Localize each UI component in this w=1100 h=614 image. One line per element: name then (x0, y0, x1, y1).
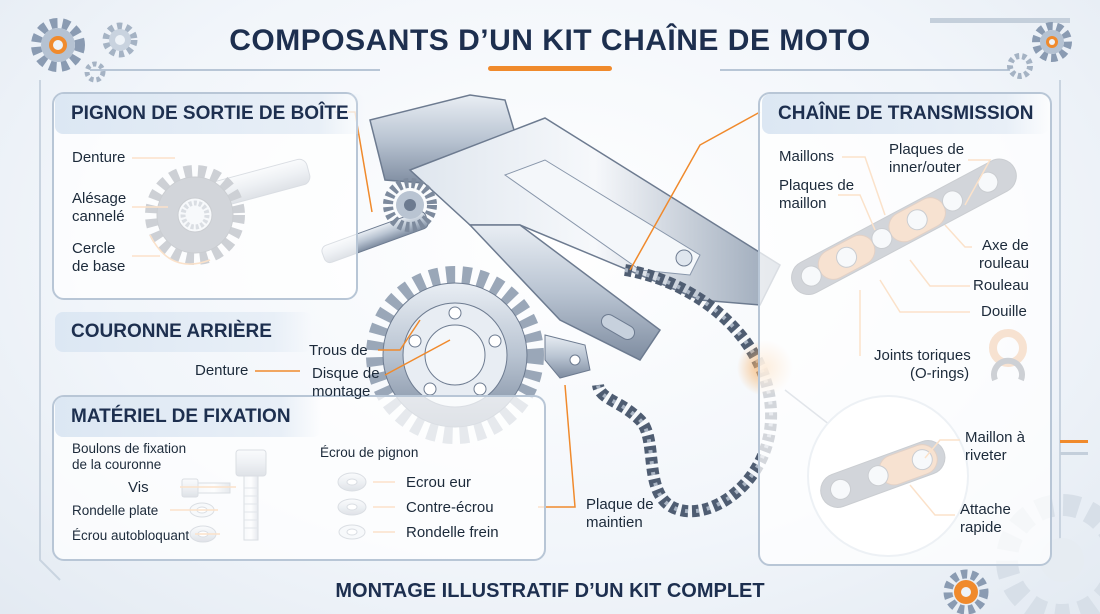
label-plaques-io-l2: inner/outer (889, 159, 961, 176)
gear-icon (102, 22, 138, 58)
label-ecrou-eur: Ecrou eur (406, 474, 472, 491)
label-axe-l1: Axe de (982, 237, 1029, 254)
label-plaques-maillon-l2: maillon (779, 195, 827, 212)
gear-icon (1032, 22, 1072, 62)
label-ecrou-pignon: Écrou de pignon (320, 445, 419, 460)
label-rondelle-frein: Rondelle frein (406, 524, 499, 541)
label-disque-l1: Disque de (312, 365, 380, 382)
panel-chaine (758, 92, 1052, 566)
label-attache-l2: rapide (960, 519, 1002, 536)
gear-icon (1007, 53, 1033, 79)
label-axe-l2: rouleau (979, 255, 1030, 272)
gear-icon (943, 569, 989, 614)
label-boulons-l1: Boulons de fixation (72, 441, 187, 456)
label-joints-l2: (O-rings) (910, 365, 970, 382)
header-pignon: PIGNON DE SORTIE DE BOÎTE (55, 94, 365, 134)
footer-caption: MONTAGE ILLUSTRATIF D’UN KIT COMPLET (335, 580, 765, 602)
label-douille: Douille (981, 303, 1027, 320)
label-trous: Trous de (309, 342, 368, 359)
label-cercle-l1: Cercle (72, 240, 116, 257)
label-cercle-l2: de base (72, 258, 126, 275)
gear-icon (84, 61, 106, 83)
label-plaques-io-l1: Plaques de (889, 141, 965, 158)
label-plaque-l2: maintien (586, 514, 643, 531)
label-pignon-denture: Denture (72, 149, 126, 166)
header-chaine: CHAÎNE DE TRANSMISSION (762, 94, 1050, 134)
label-maillons: Maillons (779, 148, 835, 165)
label-couronne-denture: Denture (195, 362, 249, 379)
label-boulons-l2: de la couronne (72, 457, 162, 472)
rear-sprocket-illustration (366, 266, 544, 444)
label-vis: Vis (128, 479, 149, 496)
page-title: COMPOSANTS D’UN KIT CHAÎNE DE MOTO (229, 24, 871, 57)
label-maillon-riveter-l1: Maillon à (965, 429, 1026, 446)
label-joints-l1: Joints toriques (874, 347, 971, 364)
label-disque-l2: montage (312, 383, 371, 400)
label-ecrou-auto: Écrou autobloquant (72, 528, 190, 543)
label-plaques-maillon-l1: Plaques de (779, 177, 855, 194)
label-alesage-l2: cannelé (72, 208, 125, 225)
label-contre-ecrou: Contre-écrou (406, 499, 494, 516)
header-materiel: MATÉRIEL DE FIXATION (55, 397, 321, 437)
header-couronne: COURONNE ARRIÈRE (55, 312, 312, 352)
label-rouleau: Rouleau (973, 277, 1029, 294)
gear-icon (31, 18, 85, 72)
title-underline (488, 66, 612, 71)
label-alesage-l1: Alésage (72, 190, 127, 207)
label-maillon-riveter-l2: riveter (965, 447, 1007, 464)
label-rondelle-plate: Rondelle plate (72, 503, 159, 518)
retaining-plate-illustration (544, 334, 591, 379)
label-plaque-l1: Plaque de (586, 496, 654, 513)
label-attache-l1: Attache (960, 501, 1011, 518)
